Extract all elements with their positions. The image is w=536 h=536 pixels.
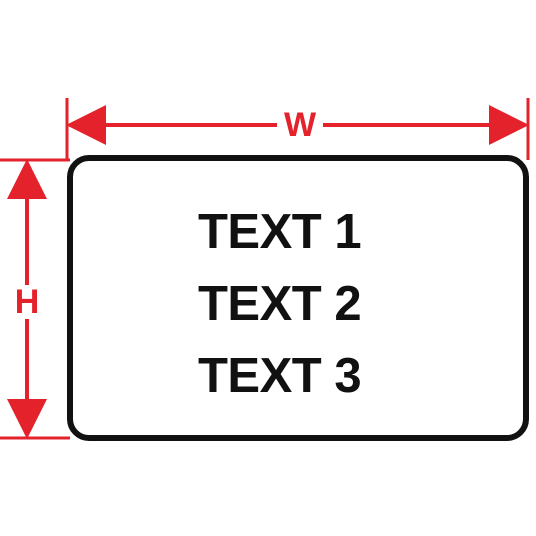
- width-label: W: [277, 108, 323, 142]
- label-outline: [67, 155, 529, 441]
- label-text-line-1: TEXT 1: [198, 205, 362, 259]
- label-text-line-2: TEXT 2: [198, 277, 362, 331]
- height-label: H: [8, 285, 46, 319]
- label-text-line-3: TEXT 3: [198, 349, 362, 403]
